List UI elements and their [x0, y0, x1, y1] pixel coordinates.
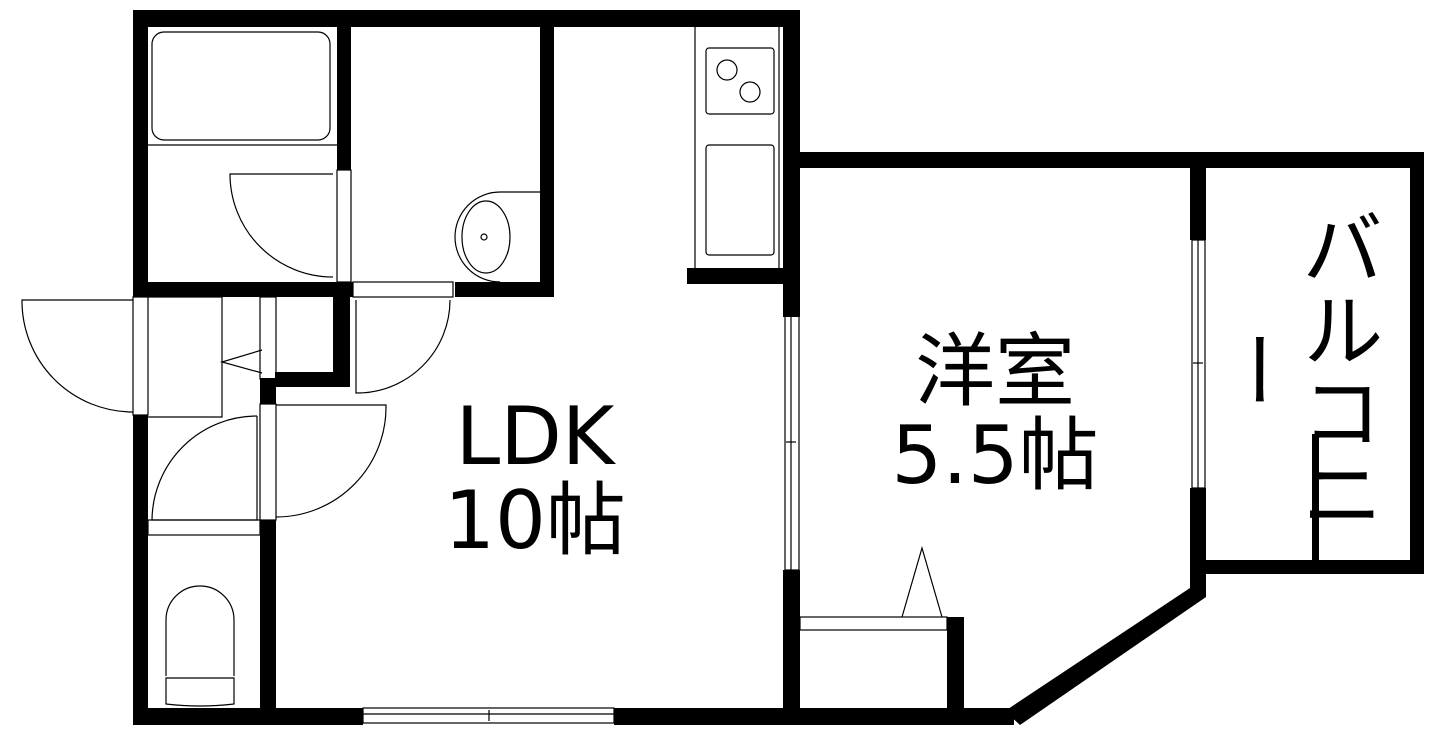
fixtures [21, 25, 1206, 724]
washbasin-icon [461, 200, 511, 274]
bath-door [229, 173, 334, 278]
window-ldk-room [784, 314, 800, 571]
toilet-door [151, 415, 258, 521]
toilet-icon [165, 585, 235, 676]
ldk-name: LDK [455, 390, 615, 483]
entrance-door [21, 299, 134, 413]
closet [799, 616, 948, 631]
room-label-balcony: バルコニー [1205, 206, 1382, 534]
walls [133, 10, 1424, 725]
room-label-ldk: LDK 10帖 [420, 395, 650, 563]
ldk-size: 10帖 [444, 474, 626, 567]
stove-icon [705, 47, 775, 115]
bathtub-icon [151, 31, 331, 141]
western-room-size: 5.5帖 [891, 409, 1099, 502]
western-room-name: 洋室 [915, 325, 1075, 418]
window-bottom [362, 707, 615, 724]
sink-icon [705, 144, 775, 256]
room-label-western-room: 洋室 5.5帖 [860, 330, 1130, 498]
